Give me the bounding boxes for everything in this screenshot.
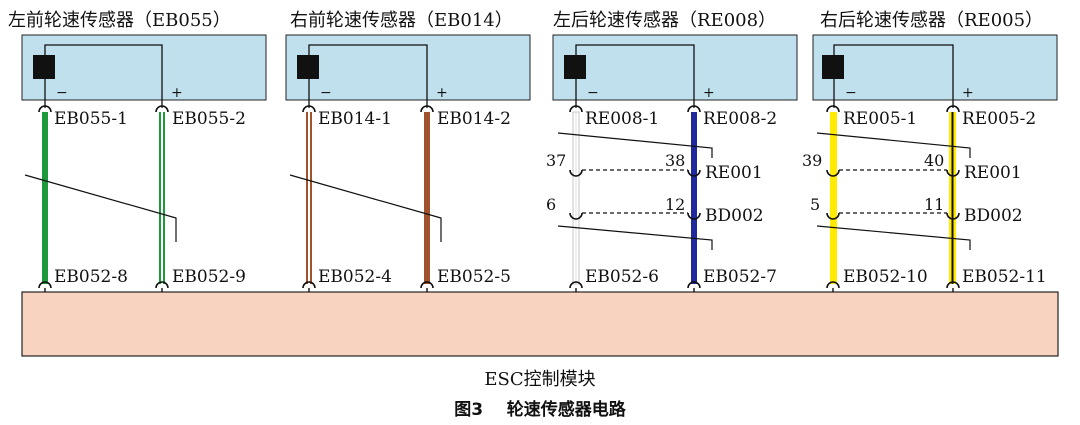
connector-terminal — [155, 281, 169, 289]
twisted-pair-indicator — [816, 132, 971, 158]
twisted-pair-indicator — [557, 132, 713, 158]
esc-module-label: ESC控制模块 — [484, 369, 595, 390]
pin-label-bottom-left: EB052-4 — [318, 267, 392, 287]
connector-pin-left: 5 — [810, 195, 820, 214]
sensor-element — [564, 55, 586, 79]
inline-connector-re001: 37 38 RE001 — [546, 151, 763, 183]
connector-terminal — [155, 105, 169, 113]
pin-label-bottom-right: EB052-9 — [172, 267, 246, 287]
wire-left — [306, 112, 312, 284]
wire-right — [159, 112, 165, 284]
minus-label: − — [56, 85, 68, 101]
sensor-internal-wire — [44, 44, 163, 108]
connector-pin-right: 38 — [665, 151, 685, 170]
connector-terminal — [687, 105, 701, 113]
connector-label: RE001 — [964, 163, 1022, 183]
pin-label-bottom-right: EB052-7 — [703, 267, 777, 287]
connector-terminal — [302, 281, 316, 289]
pin-label-left: RE008-1 — [585, 109, 659, 129]
sensor-internal-wire — [833, 44, 954, 108]
wire-left — [830, 112, 837, 284]
connector-pin-right: 40 — [924, 151, 944, 170]
connector-label: BD002 — [964, 206, 1023, 226]
connector-terminal — [38, 105, 52, 113]
connector-pin-left: 39 — [802, 151, 822, 170]
connector-pin-right: 11 — [924, 195, 944, 214]
minus-label: − — [587, 85, 599, 101]
pin-label-bottom-right: EB052-5 — [437, 267, 511, 287]
sensor-eb055: 左前轮速传感器（EB055） − + EB055-1 EB055-2 EB052… — [8, 10, 267, 292]
sensor-box — [285, 34, 531, 101]
connector-label: BD002 — [705, 206, 764, 226]
connector-terminal — [946, 105, 960, 113]
sensor-element — [297, 55, 319, 79]
sensor-internal-wire — [575, 44, 695, 108]
plus-label: + — [703, 85, 715, 101]
connector-terminal — [420, 105, 434, 113]
minus-label: − — [845, 85, 857, 101]
sensor-box — [812, 34, 1058, 101]
connector-terminal — [38, 281, 52, 289]
sensor-box — [552, 34, 798, 101]
connector-terminal — [826, 105, 840, 113]
connector-terminal — [687, 281, 701, 289]
sensor-title: 左前轮速传感器（EB055） — [8, 10, 231, 31]
sensor-title: 左后轮速传感器（RE008） — [553, 10, 776, 31]
sensor-element — [33, 55, 55, 79]
sensor-eb014: 右前轮速传感器（EB014） − + EB014-1 EB014-2 EB052… — [285, 10, 531, 292]
wire-right — [949, 112, 956, 284]
sensor-re008: 左后轮速传感器（RE008） − + RE008-1 RE008-2 37 38… — [546, 10, 798, 292]
connector-terminal — [946, 281, 960, 289]
pin-label-left: EB055-1 — [54, 109, 128, 129]
twisted-pair-indicator — [816, 225, 971, 250]
connector-label: RE001 — [705, 163, 763, 183]
pin-label-right: RE005-2 — [962, 109, 1036, 129]
plus-label: + — [171, 85, 183, 101]
sensor-box — [21, 34, 267, 101]
twisted-pair-indicator — [557, 225, 713, 250]
sensor-re005: 右后轮速传感器（RE005） − + RE005-1 RE005-2 39 40… — [802, 10, 1058, 292]
connector-pin-left: 37 — [546, 151, 566, 170]
pin-label-bottom-left: EB052-10 — [843, 267, 928, 287]
wire-right — [691, 112, 697, 284]
inline-connector-bd002: 5 11 BD002 — [810, 195, 1023, 226]
wire-left — [572, 111, 580, 285]
twisted-pair-indicator — [289, 174, 442, 242]
sensor-element — [822, 55, 844, 79]
plus-label: + — [436, 85, 448, 101]
pin-label-left: EB014-1 — [318, 109, 392, 129]
sensor-internal-wire — [308, 44, 428, 108]
pin-label-right: RE008-2 — [703, 109, 777, 129]
pin-label-left: RE005-1 — [843, 109, 917, 129]
inline-connector-bd002: 6 12 BD002 — [546, 195, 764, 226]
pin-label-bottom-left: EB052-8 — [54, 267, 128, 287]
wire-right — [424, 112, 430, 284]
esc-module-box — [21, 291, 1059, 357]
minus-label: − — [320, 85, 332, 101]
pin-label-right: EB014-2 — [437, 109, 511, 129]
plus-label: + — [962, 85, 974, 101]
pin-label-bottom-left: EB052-6 — [585, 267, 659, 287]
connector-terminal — [826, 281, 840, 289]
sensor-title: 右后轮速传感器（RE005） — [820, 10, 1043, 31]
wire-left — [42, 112, 48, 284]
inline-connector-re001: 39 40 RE001 — [802, 151, 1022, 183]
connector-terminal — [302, 105, 316, 113]
pin-label-right: EB055-2 — [172, 109, 246, 129]
sensor-title: 右前轮速传感器（EB014） — [290, 10, 513, 31]
connector-pin-left: 6 — [546, 195, 556, 214]
pin-label-bottom-right: EB052-11 — [962, 267, 1047, 287]
twisted-pair-indicator — [24, 174, 177, 242]
connector-terminal — [420, 281, 434, 289]
connector-terminal — [569, 281, 583, 289]
connector-pin-right: 12 — [665, 195, 685, 214]
figure-caption: 图3 轮速传感器电路 — [454, 399, 627, 420]
connector-terminal — [569, 105, 583, 113]
